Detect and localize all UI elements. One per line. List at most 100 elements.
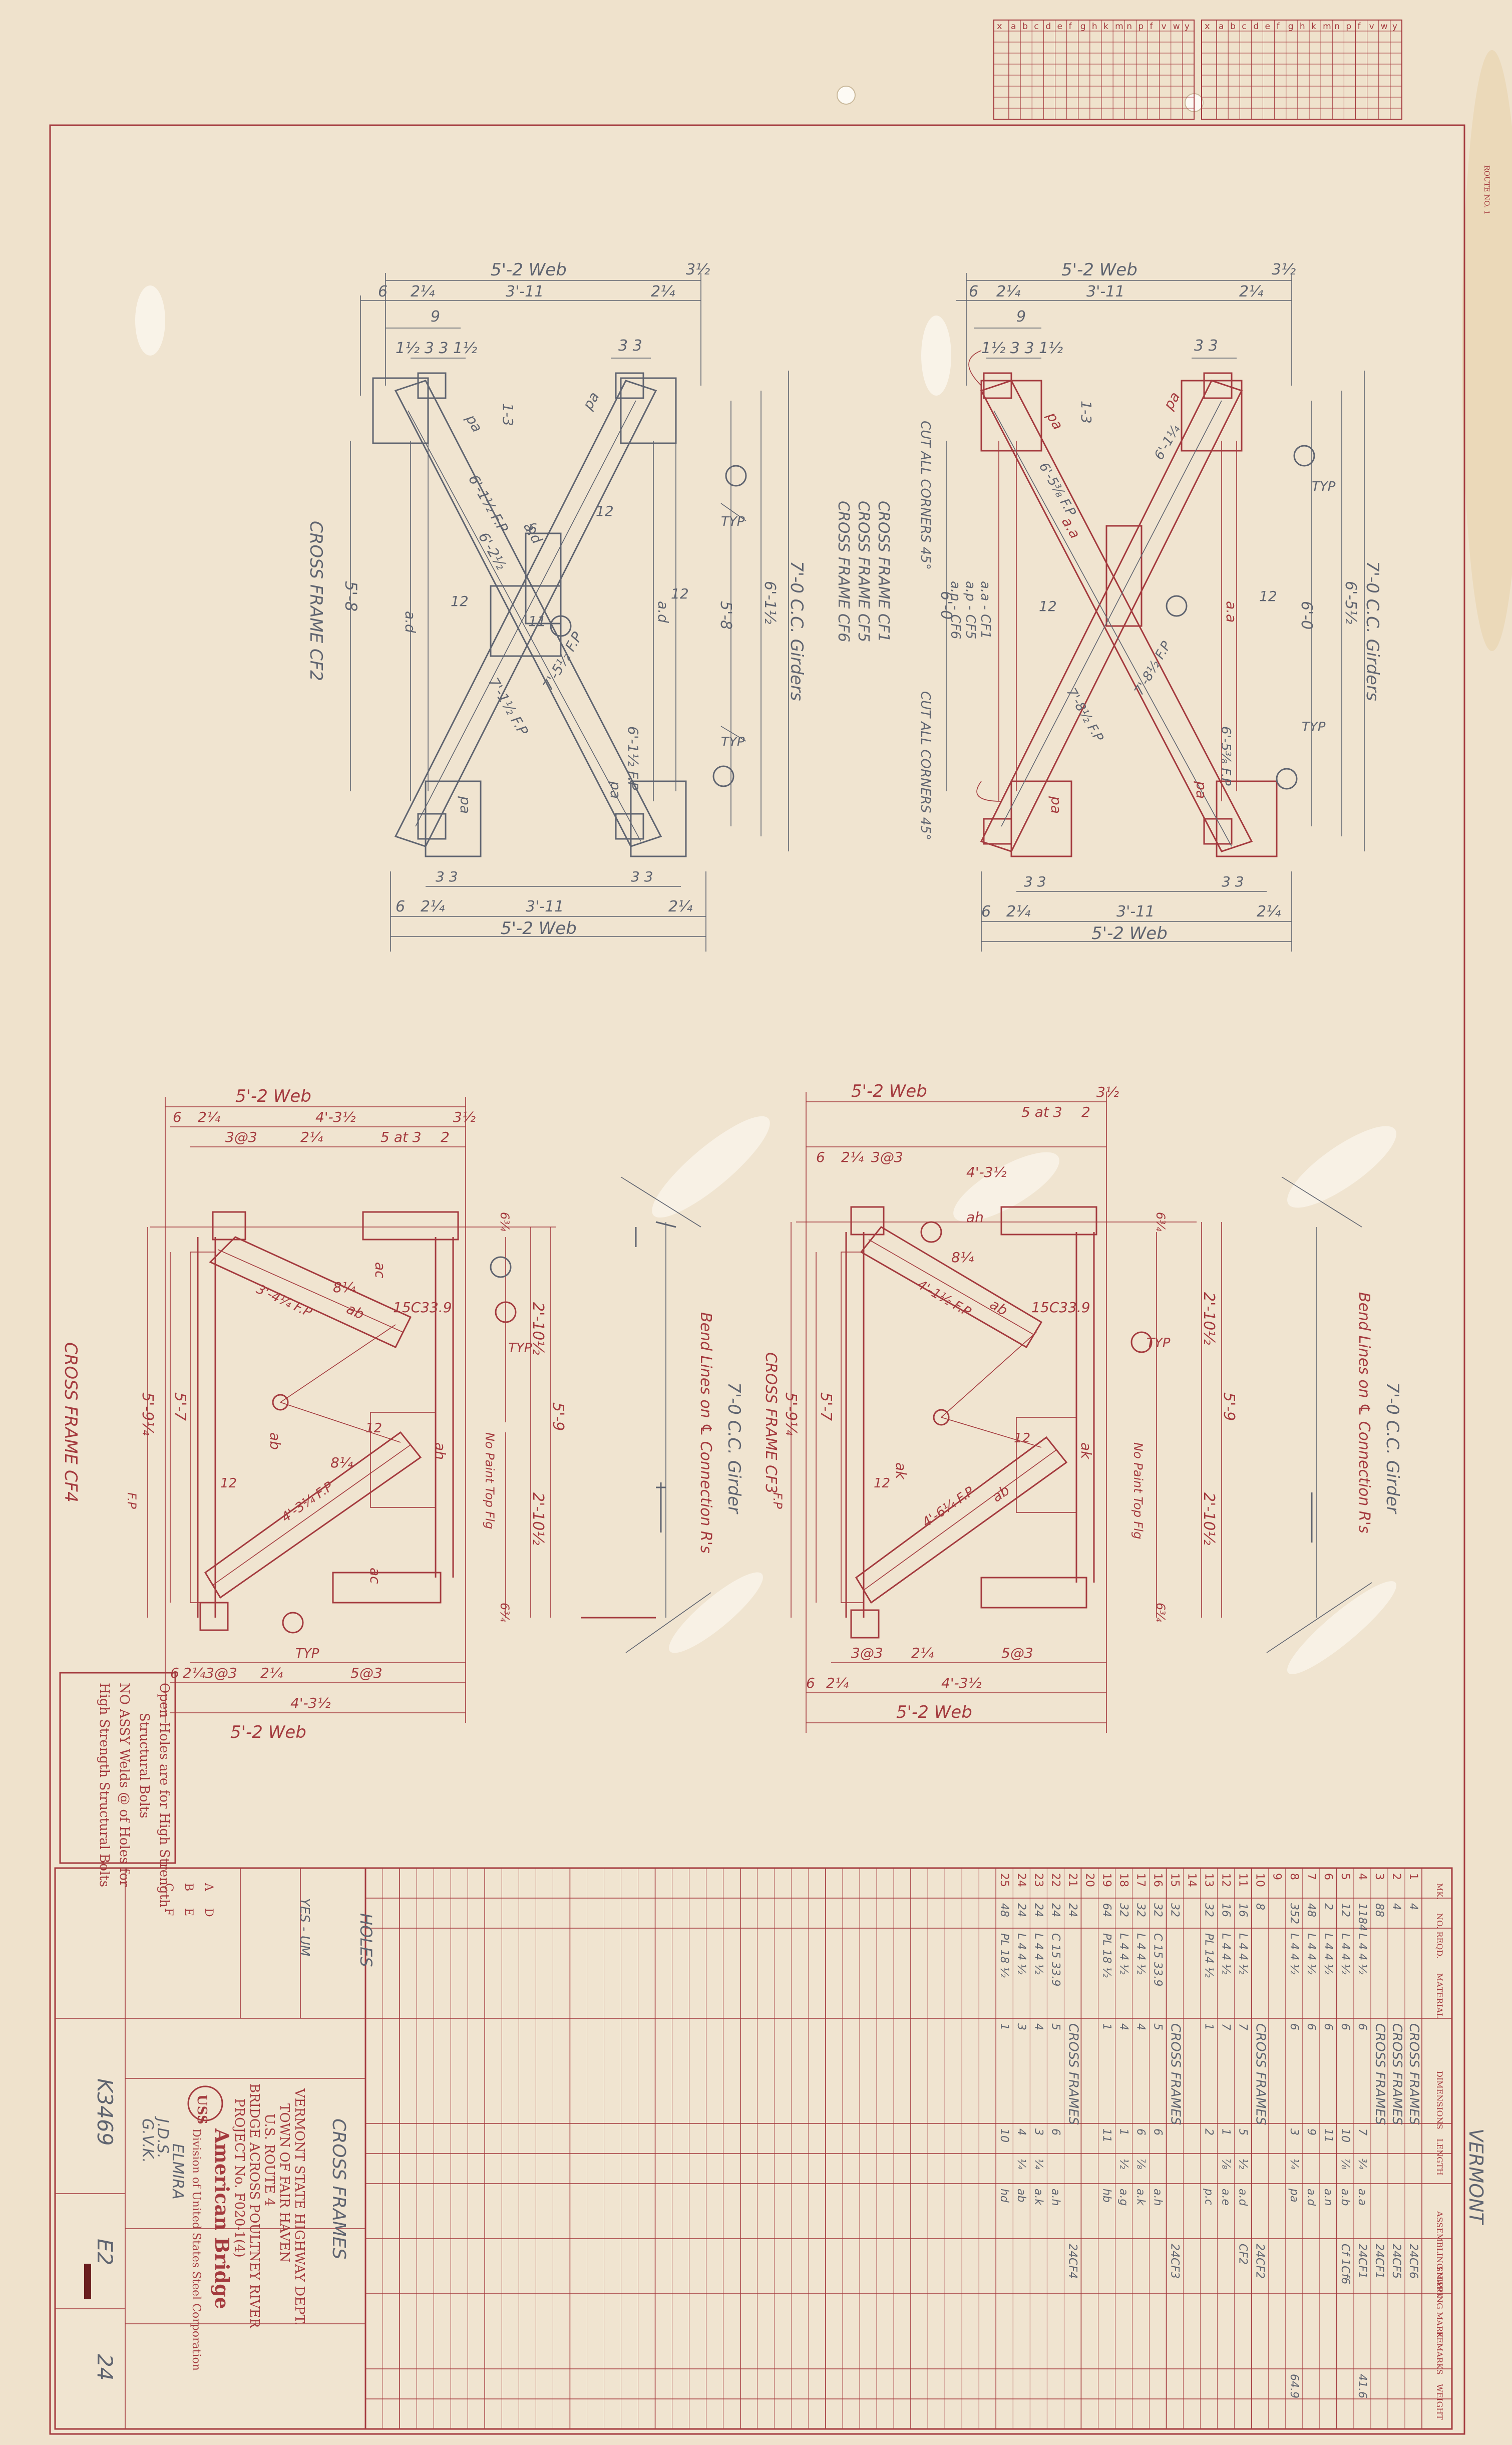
table-cell: 9	[1305, 2128, 1317, 2135]
table-cell: L 4 4 ½	[1220, 1933, 1232, 1975]
cf4-label: TYP	[295, 1646, 319, 1661]
order-bar	[84, 2264, 91, 2299]
table-row-number: 20	[1083, 1873, 1095, 1887]
table-cell: L 4 4 ½	[1237, 1933, 1249, 1975]
table-cell: 4	[1015, 2128, 1027, 2135]
grid-letter: n	[1334, 22, 1340, 32]
cf4-dim: 2¼	[300, 1129, 323, 1145]
cf3-label: 12	[1014, 1431, 1030, 1446]
table-cell: L 4 4 ½	[1117, 1933, 1129, 1975]
cf3-dim: 2¼	[911, 1645, 934, 1661]
table-cell: ⅞	[1134, 2159, 1147, 2169]
table-header: NO. REQD.	[1435, 1913, 1444, 1959]
cf4-dim-web: 5'-2 Web	[235, 1086, 311, 1106]
table-cell: a.d	[1305, 2189, 1317, 2206]
cf1-note: CUT ALL CORNERS 45°	[918, 691, 933, 840]
sheet-border	[49, 124, 1465, 2435]
cf1-dim: 9	[1016, 308, 1026, 326]
table-header: LENGTH	[1435, 2138, 1444, 2176]
grid-letter: e	[1057, 22, 1062, 32]
table-row-number: 13	[1203, 1873, 1215, 1887]
table-row-number: 18	[1117, 1873, 1129, 1887]
revision-letter: F	[162, 1908, 175, 1916]
table-row-number: 22	[1049, 1873, 1061, 1887]
table-cell: 6	[1288, 2023, 1300, 2030]
table-cell: 7	[1356, 2128, 1368, 2135]
cf4-dim-web: 5'-2 Web	[230, 1722, 306, 1742]
table-cell: 3	[1032, 2128, 1044, 2135]
table-cell: ab	[1015, 2189, 1027, 2202]
cf2-dim: 2¼	[411, 283, 435, 300]
table-cell: ¼	[1288, 2159, 1300, 2170]
grid-letter: w	[1173, 22, 1180, 32]
cf3-dim: 2'-10½	[1200, 1492, 1218, 1545]
table-cell: 5	[1237, 2128, 1249, 2135]
cf2-label: pa	[607, 781, 624, 799]
uss-logo-text: USS	[194, 2094, 209, 2124]
table-cell: 48	[998, 1903, 1010, 1917]
cf4-dim: 5 at 3	[381, 1129, 422, 1145]
table-row-number: 24	[1015, 1873, 1027, 1887]
cf2-label: a.d	[655, 601, 671, 623]
paint-note: YES - UM	[297, 1898, 312, 1956]
table-cell: C 15 33.9	[1152, 1933, 1164, 1986]
cf2-dim: 2¼	[668, 898, 692, 915]
table-cell: 3	[1288, 2128, 1300, 2135]
table-cell: CROSS FRAMES	[1372, 2023, 1387, 2125]
cf4-label: 12	[220, 1476, 237, 1491]
sheet-number: E2	[93, 2239, 117, 2265]
cf2-dim-web: 5'-2 Web	[501, 919, 577, 939]
grid-letter: k	[1103, 22, 1108, 32]
cf3-note: No Paint Top Flg	[1131, 1442, 1145, 1539]
cf3-girder: 7'-0 C.C. Girder	[1382, 1382, 1402, 1514]
cf2-dim: 6	[378, 283, 388, 300]
table-cell: C 15 33.9	[1049, 1933, 1061, 1986]
cf2-title: CROSS FRAME CF2	[306, 521, 326, 681]
table-cell: 24CF3	[1169, 2244, 1181, 2279]
cf4-dim: 2'-10½	[529, 1492, 547, 1545]
cf4-label: 8¼	[330, 1454, 353, 1471]
table-header: DIMENSIONS	[1435, 2071, 1444, 2129]
table-row-number: 2	[1390, 1873, 1402, 1880]
cf3-dim: 6	[806, 1675, 815, 1691]
punch-hole	[837, 86, 856, 105]
table-cell: 24	[1015, 1903, 1027, 1917]
table-cell: 11	[1322, 2128, 1334, 2143]
cf2-label: a.d	[402, 611, 419, 633]
cf2-dim: 3 3	[436, 868, 458, 885]
cf4-dim: 2¼	[183, 1665, 205, 1681]
cf3-dim-web: 5'-2 Web	[896, 1702, 972, 1722]
table-cell: p.c	[1203, 2188, 1215, 2205]
cf1-label: 6'-5⅜ F.P	[1218, 726, 1233, 786]
cf4-dim: 5@3	[350, 1665, 383, 1681]
table-row-number: 1	[1407, 1873, 1419, 1880]
cf1-dim-web: 5'-2 Web	[1061, 260, 1138, 280]
checked-by: G.V.K.	[139, 2118, 156, 2163]
table-cell: 1	[1100, 2023, 1112, 2030]
cf1-note: a.p - CF5	[963, 581, 978, 639]
cf4-dim: 3@3	[205, 1665, 237, 1681]
table-cell: 48	[1305, 1903, 1317, 1917]
cf1-title: CROSS FRAME CF1	[875, 501, 892, 642]
table-cell: CROSS FRAMES	[1065, 2023, 1080, 2125]
table-cell: PL 18 ½	[998, 1933, 1010, 1978]
cf3-dim: 3@3	[871, 1149, 903, 1165]
cf2-label: TYP	[721, 514, 745, 529]
company-division: Division of United States Steel Corporat…	[190, 2128, 202, 2371]
table-cell: 24CF5	[1390, 2244, 1402, 2279]
sheet-number-2: 24	[93, 2354, 117, 2380]
grid-letter: f	[1150, 22, 1154, 32]
grid-letter: f	[1277, 22, 1280, 32]
table-cell: 32	[1152, 1903, 1164, 1917]
table-cell: 32	[1203, 1903, 1215, 1917]
cf2-dim: 3 3	[631, 868, 653, 885]
cf1-dim: 6'-0	[1298, 601, 1315, 630]
cf1-dim: 3'-11	[1086, 283, 1124, 300]
table-cell: 4	[1032, 2023, 1044, 2030]
table-row-number: 21	[1066, 1873, 1078, 1887]
grid-letter: c	[1034, 22, 1038, 32]
table-cell: 6	[1134, 2128, 1147, 2135]
cf4-note: No Paint Top Flg	[483, 1432, 497, 1529]
